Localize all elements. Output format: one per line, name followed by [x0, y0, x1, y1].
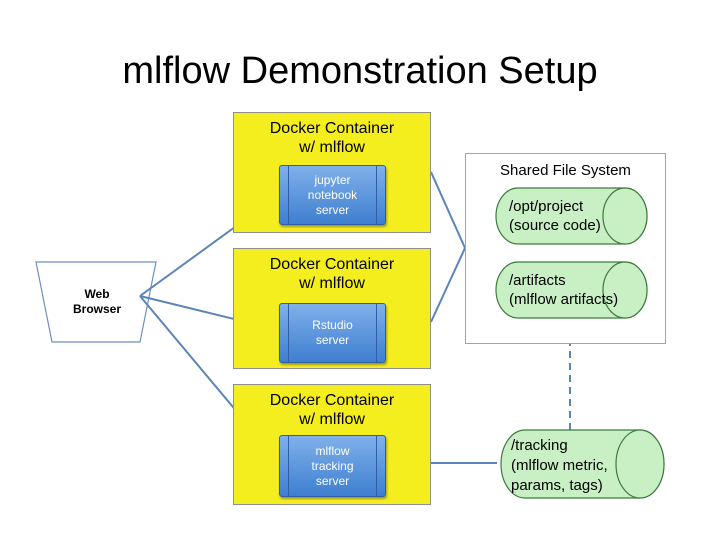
- service-label: mlflow tracking server: [311, 443, 354, 488]
- artifacts-store-label: /artifacts (mlflow artifacts): [509, 272, 619, 308]
- tracking-server-box: mlflow tracking server: [279, 435, 386, 497]
- tracking-store-label: /tracking (mlflow metric, params, tags): [511, 437, 608, 494]
- tracking-store-cylinder: [500, 429, 665, 499]
- docker-container-3: Docker Container w/ mlflow mlflow tracki…: [233, 384, 431, 505]
- rstudio-server-box: Rstudio server: [279, 303, 386, 363]
- project-store-cylinder: [495, 187, 648, 245]
- shared-file-system-title: Shared File System: [500, 162, 631, 179]
- docker-container-2: Docker Container w/ mlflow Rstudio serve…: [233, 248, 431, 369]
- project-store-label: /opt/project (source code): [509, 198, 601, 234]
- service-label: jupyter notebook server: [307, 172, 358, 217]
- connector-container1-fs: [430, 171, 466, 249]
- container-label: Docker Container w/ mlflow: [269, 120, 395, 156]
- web-browser-label: Web Browser: [72, 287, 122, 316]
- connector-container2-fs: [430, 247, 466, 323]
- jupyter-server-box: jupyter notebook server: [279, 165, 386, 225]
- diagram-title: mlflow Demonstration Setup: [122, 50, 598, 92]
- web-browser-shape: [35, 261, 157, 343]
- service-label: Rstudio server: [312, 318, 353, 347]
- docker-container-1: Docker Container w/ mlflow jupyter noteb…: [233, 112, 431, 233]
- artifacts-store-cylinder: [495, 261, 648, 319]
- container-label: Docker Container w/ mlflow: [269, 256, 395, 292]
- container-label: Docker Container w/ mlflow: [269, 392, 395, 428]
